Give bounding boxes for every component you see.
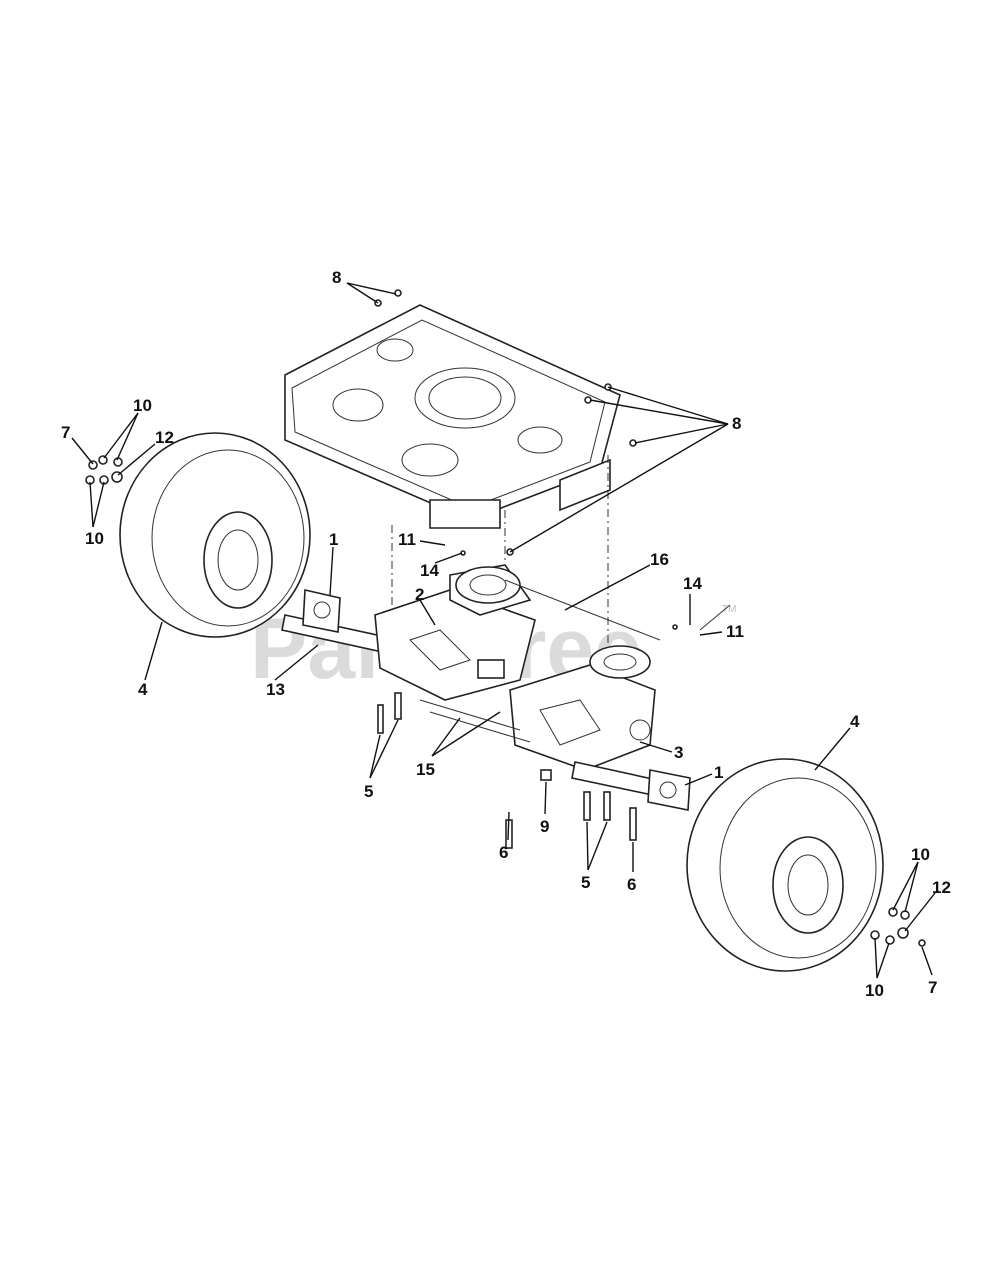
callout-label: 6 [627, 875, 636, 894]
callout-label: 14 [683, 574, 702, 593]
callout-label: 4 [850, 712, 860, 731]
right-axle [571, 761, 691, 811]
callout-label: 10 [85, 529, 104, 548]
callout-label: 13 [266, 680, 285, 699]
callout-label: 1 [329, 530, 338, 549]
bracket-rod [419, 699, 521, 731]
right-transmission [509, 645, 656, 771]
callout-label: 2 [415, 585, 424, 604]
callout-label: 8 [732, 414, 741, 433]
callout-label: 5 [364, 782, 373, 801]
callout-label: 8 [332, 268, 341, 287]
callout-label: 7 [61, 423, 70, 442]
callout-label: 14 [420, 561, 439, 580]
bracket-rod [504, 579, 661, 641]
callout-label: 16 [650, 550, 669, 569]
leader-lines [71, 282, 936, 979]
callout-label: 7 [928, 978, 937, 997]
callout-label: 11 [398, 530, 416, 549]
callout-label: 12 [932, 878, 951, 897]
callout-label: 1 [714, 763, 723, 782]
callout-label: 11 [726, 622, 744, 641]
callout-label: 15 [416, 760, 435, 779]
left-transmission [374, 564, 536, 701]
callout-label: 10 [865, 981, 884, 1000]
bracket-rod [429, 711, 531, 743]
callout-label: 4 [138, 680, 148, 699]
callout-label: 10 [133, 396, 152, 415]
callout-label: 10 [911, 845, 930, 864]
left-wheel [119, 432, 311, 638]
callout-label: 9 [540, 817, 549, 836]
left-axle [281, 589, 401, 656]
callout-label: 5 [581, 873, 590, 892]
right-wheel [686, 758, 884, 972]
watermark-trademark: TM [722, 604, 736, 615]
callout-label: 3 [674, 743, 683, 762]
left-lug-hardware [85, 455, 123, 485]
frame-plate [284, 304, 621, 529]
small-hardware [374, 289, 731, 631]
callout-label: 12 [155, 428, 174, 447]
right-lug-hardware [870, 907, 926, 947]
callout-label: 6 [499, 843, 508, 862]
